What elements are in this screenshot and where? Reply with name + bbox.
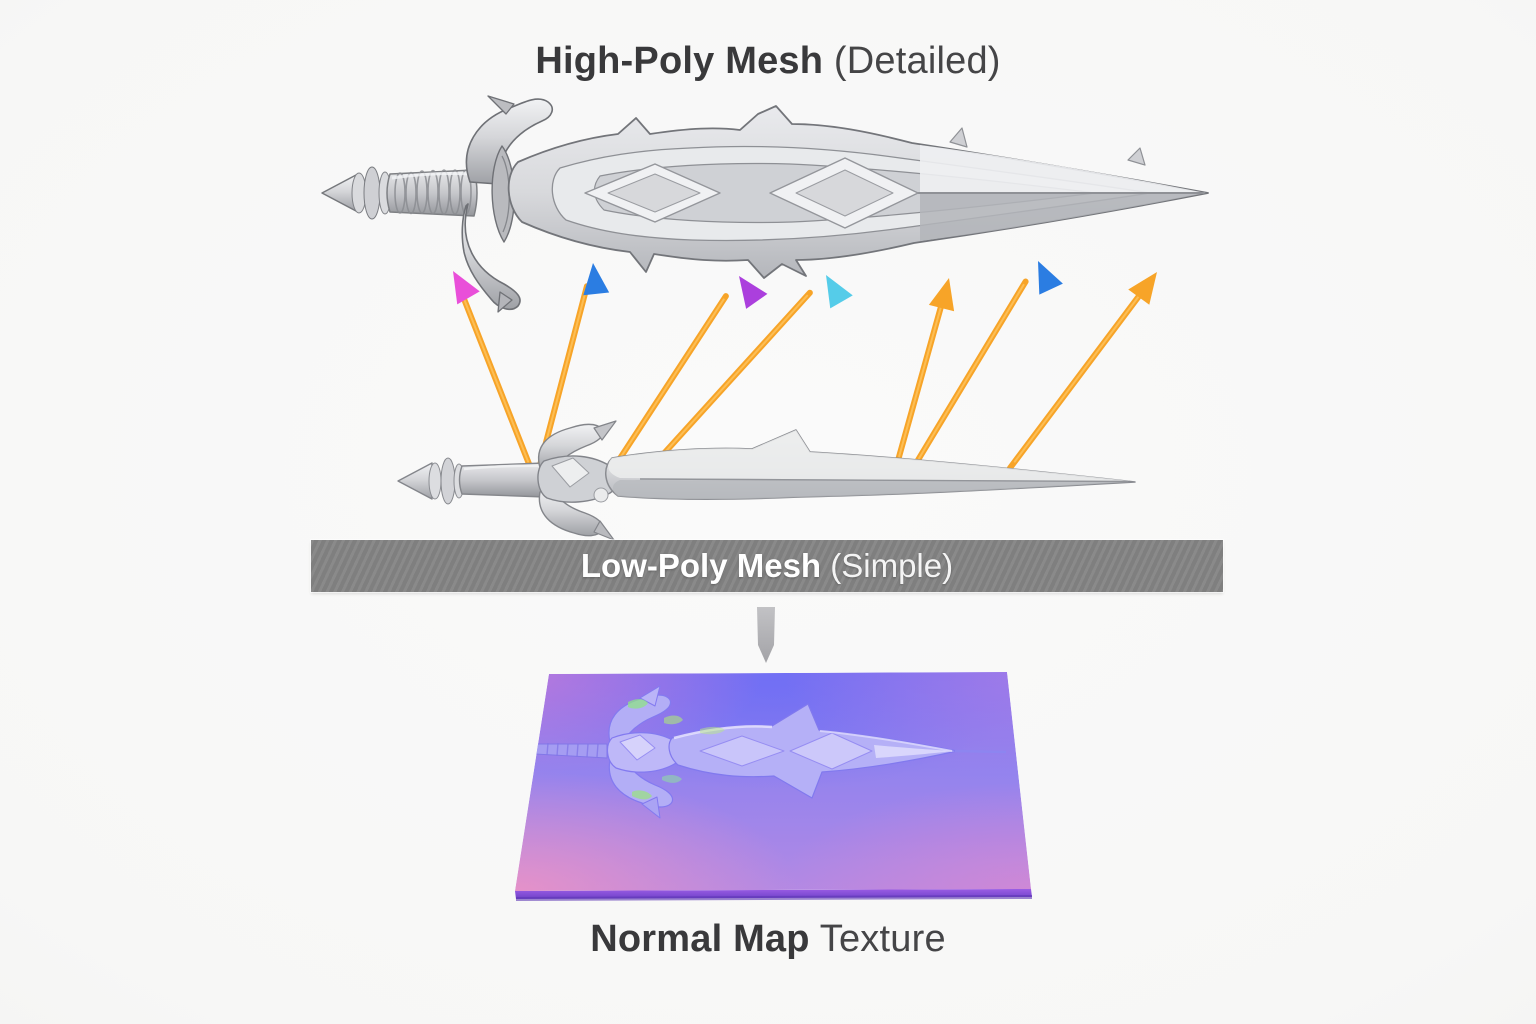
low-poly-label-light: (Simple) (821, 547, 954, 584)
high-poly-title: High-Poly Mesh (Detailed) (0, 40, 1536, 83)
down-arrow-icon (757, 607, 775, 663)
low-poly-banner-label: Low-Poly Mesh (Simple) (581, 547, 953, 585)
normal-map-title-bold: Normal Map (590, 918, 810, 960)
normal-map-sword-imprint (515, 685, 1007, 819)
low-poly-banner: Low-Poly Mesh (Simple) (311, 540, 1223, 592)
normal-arrow (1007, 272, 1157, 471)
normal-arrowhead-icon (826, 275, 853, 309)
normal-map-title: Normal Map Texture (0, 918, 1536, 961)
normal-arrow (894, 278, 955, 467)
normal-arrow (655, 275, 853, 463)
normal-arrow (912, 261, 1063, 468)
normal-arrowhead-icon (739, 276, 768, 309)
normal-map-title-light: Texture (809, 918, 946, 960)
normal-arrowhead-icon (453, 271, 480, 305)
low-poly-label-bold: Low-Poly Mesh (580, 547, 822, 584)
normal-arrowhead-icon (1038, 261, 1063, 295)
normal-arrowhead-icon (1128, 272, 1157, 305)
high-poly-title-bold: High-Poly Mesh (535, 40, 824, 82)
high-poly-title-light: (Detailed) (823, 40, 1001, 82)
normal-arrow (612, 276, 768, 469)
normal-map-plane (515, 672, 1032, 901)
normal-arrowhead-icon (583, 263, 610, 296)
high-poly-sword-illustration (321, 95, 1209, 313)
normal-arrowhead-icon (928, 278, 955, 312)
low-poly-sword-illustration (397, 420, 1136, 541)
normal-arrow (453, 271, 534, 472)
